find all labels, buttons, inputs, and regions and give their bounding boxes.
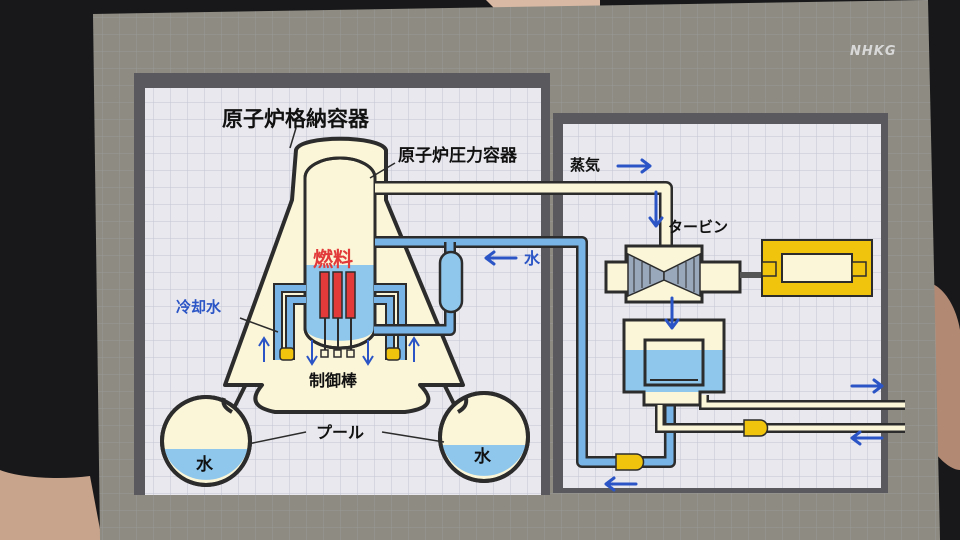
water-left-label: 水 <box>196 454 214 475</box>
feedwater-pump <box>615 453 645 471</box>
fuel-rods <box>319 271 356 358</box>
control-rods-label: 制御棒 <box>309 371 358 390</box>
cooling-lines <box>655 395 905 437</box>
sea-out-arrow <box>850 378 884 394</box>
water-right-label: 水 <box>474 446 492 467</box>
pressure-vessel-label: 原子炉圧力容器 <box>398 145 518 166</box>
coolant-label: 冷却水 <box>176 298 222 316</box>
channel-watermark: NHKG <box>850 44 897 59</box>
heat-exchanger <box>438 250 464 314</box>
water-return-label: 水 <box>524 249 541 268</box>
turbine-label: タービン <box>668 218 728 236</box>
sea-in-arrow <box>850 430 884 446</box>
containment-vessel-label: 原子炉格納容器 <box>222 107 370 131</box>
pool-right <box>438 391 530 483</box>
flow-arrows <box>484 158 884 492</box>
feed-out-arrow <box>604 476 638 492</box>
water-return-arrow <box>484 250 518 266</box>
pool-label: プール <box>316 423 364 442</box>
turbine-shaft <box>740 272 766 278</box>
steam-label: 蒸気 <box>570 156 600 174</box>
generator <box>761 239 873 297</box>
turbine-panel <box>553 113 888 493</box>
condenser <box>622 318 726 407</box>
turbine-exhaust-arrow <box>664 296 680 330</box>
turbine <box>604 244 742 304</box>
leader-lines <box>239 127 445 445</box>
steam-pipe <box>375 181 673 245</box>
steam-down-arrow <box>648 190 664 228</box>
pool-left <box>160 395 252 487</box>
fuel-label: 燃料 <box>313 247 353 271</box>
steam-in-arrow <box>616 158 652 174</box>
left-hand <box>0 470 102 540</box>
recirculation-loops <box>258 283 420 366</box>
